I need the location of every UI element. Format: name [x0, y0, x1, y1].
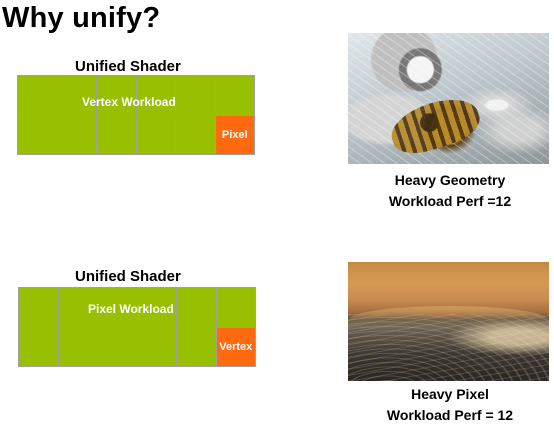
caption-line: Heavy Pixel — [411, 386, 489, 402]
shader-heading: Unified Shader — [75, 58, 181, 75]
slide-title: Why unify? — [2, 2, 161, 34]
heavy-pixel-caption: Heavy Pixel Workload Perf = 12 — [345, 384, 554, 426]
heavy-geometry-caption: Heavy Geometry Workload Perf =12 — [345, 170, 554, 212]
shader-unit — [57, 115, 96, 154]
shader-unit — [216, 288, 255, 327]
shader-grid: Pixel — [17, 75, 255, 155]
shader-unit — [177, 327, 216, 366]
shader-unit — [58, 288, 97, 327]
shader-unit — [97, 76, 136, 115]
shader-unit — [19, 327, 58, 366]
caption-line: Workload Perf =12 — [388, 193, 512, 209]
heavy-geometry-render-image — [348, 33, 549, 164]
pixel-shader-unit: Pixel — [215, 115, 254, 154]
shader-unit — [136, 115, 175, 154]
shader-unit — [215, 76, 254, 115]
shader-heading: Unified Shader — [75, 268, 181, 285]
shader-unit — [98, 288, 137, 327]
vertex-shader-unit: Vertex — [216, 327, 255, 366]
shader-unit — [176, 76, 215, 115]
caption-line: Heavy Geometry — [394, 172, 506, 188]
shader-unit — [97, 115, 136, 154]
shader-unit — [98, 327, 137, 366]
shader-grid: Vertex — [18, 287, 256, 367]
shader-unit — [176, 115, 215, 154]
caption-line: Workload Perf = 12 — [386, 407, 514, 423]
shader-unit — [18, 115, 57, 154]
shader-unit — [58, 327, 97, 366]
shader-unit — [57, 76, 96, 115]
shader-unit — [18, 76, 57, 115]
shader-unit — [177, 288, 216, 327]
shader-unit — [136, 76, 175, 115]
shader-unit — [137, 288, 176, 327]
shader-unit — [137, 327, 176, 366]
shader-unit — [19, 288, 58, 327]
heavy-pixel-render-image — [348, 262, 549, 381]
